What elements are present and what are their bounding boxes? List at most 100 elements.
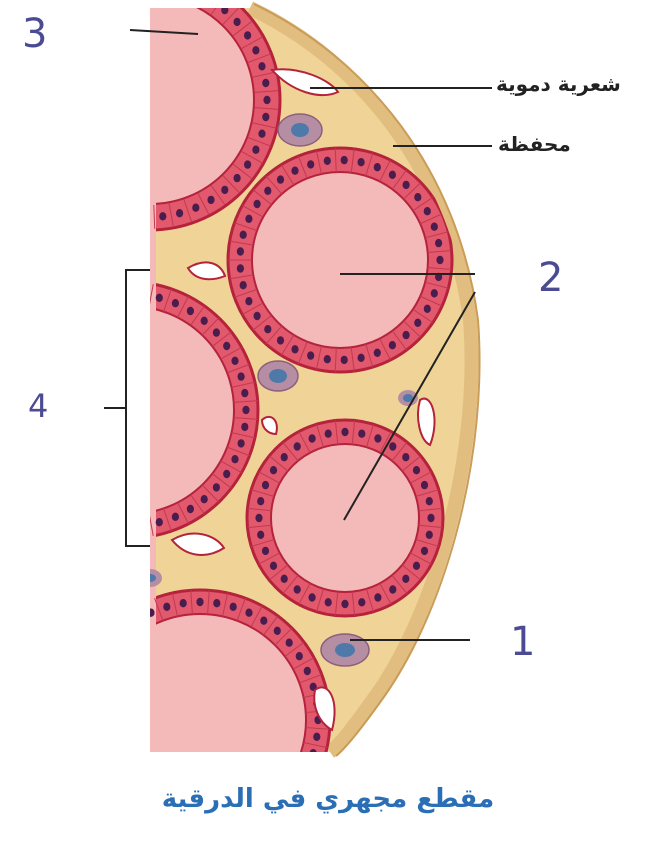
cell-boundary bbox=[191, 826, 193, 850]
cell-nucleus bbox=[241, 423, 248, 431]
cell-boundary bbox=[54, 170, 72, 186]
cell-nucleus bbox=[260, 617, 267, 625]
cell-nucleus bbox=[304, 765, 311, 773]
cell-nucleus bbox=[309, 434, 316, 442]
cell-nucleus bbox=[221, 6, 228, 14]
cell-nucleus bbox=[32, 70, 39, 78]
cell-boundary bbox=[63, 301, 76, 321]
cell-nucleus bbox=[245, 609, 252, 617]
cell-nucleus bbox=[286, 639, 293, 647]
cell-nucleus bbox=[30, 87, 37, 95]
cell-boundary bbox=[67, 181, 82, 199]
cell-nucleus bbox=[245, 215, 252, 223]
cell-nucleus bbox=[244, 31, 251, 39]
cell-boundary bbox=[86, 771, 107, 783]
cell-boundary bbox=[134, 514, 135, 538]
cell-nucleus bbox=[192, 204, 199, 212]
cell-nucleus bbox=[424, 305, 431, 313]
cell-nucleus bbox=[402, 575, 409, 583]
cell-boundary bbox=[26, 130, 49, 137]
cell-nucleus bbox=[11, 397, 18, 405]
cell-nucleus bbox=[65, 12, 72, 20]
cell-nucleus bbox=[245, 823, 252, 831]
cell-nucleus bbox=[207, 196, 214, 204]
cell-nucleus bbox=[374, 349, 381, 357]
cell-boundary bbox=[134, 282, 135, 306]
cell-nucleus bbox=[97, 652, 104, 660]
cell-nucleus bbox=[325, 598, 332, 606]
cell-nucleus bbox=[107, 639, 114, 647]
cell-nucleus bbox=[257, 531, 264, 539]
cell-nucleus bbox=[46, 489, 53, 497]
parafollicular-cell bbox=[278, 114, 322, 146]
cell-nucleus bbox=[223, 470, 230, 478]
cell-nucleus bbox=[187, 307, 194, 315]
cell-nucleus bbox=[307, 160, 314, 168]
cell-nucleus bbox=[221, 186, 228, 194]
cell-nucleus bbox=[424, 207, 431, 215]
cell-boundary bbox=[117, 202, 123, 225]
cell-nucleus bbox=[252, 146, 259, 154]
cell-boundary bbox=[22, 115, 46, 118]
cell-nucleus bbox=[414, 193, 421, 201]
cell-nucleus bbox=[389, 341, 396, 349]
cell-nucleus bbox=[78, 1, 85, 9]
cell-boundary bbox=[73, 743, 96, 748]
cell-nucleus bbox=[142, 213, 149, 221]
cell-boundary bbox=[83, 190, 96, 210]
cell-nucleus bbox=[176, 209, 183, 217]
cell-nucleus bbox=[294, 442, 301, 450]
cell-nucleus bbox=[358, 158, 365, 166]
cell-nucleus bbox=[262, 113, 269, 121]
cell-nucleus bbox=[119, 627, 126, 635]
cell-nucleus bbox=[163, 829, 170, 837]
cell-boundary bbox=[78, 757, 100, 765]
cell-boundary bbox=[35, 325, 53, 341]
cell-nucleus bbox=[73, 509, 80, 517]
cell-nucleus bbox=[25, 463, 32, 471]
cell-nucleus bbox=[44, 153, 51, 161]
cell-nucleus bbox=[18, 447, 25, 455]
cell-nucleus bbox=[230, 603, 237, 611]
cell-nucleus bbox=[93, 200, 100, 208]
cell-nucleus bbox=[264, 325, 271, 333]
cell-nucleus bbox=[244, 160, 251, 168]
cell-nucleus bbox=[324, 355, 331, 363]
cell-nucleus bbox=[133, 815, 140, 823]
parafollicular-cell bbox=[258, 361, 298, 391]
cell-nucleus bbox=[413, 466, 420, 474]
cell-nucleus bbox=[358, 598, 365, 606]
label-2: 2 bbox=[538, 258, 563, 298]
cell-nucleus bbox=[358, 354, 365, 362]
cell-nucleus bbox=[281, 453, 288, 461]
cell-boundary bbox=[3, 425, 27, 428]
cell-nucleus bbox=[291, 167, 298, 175]
cell-nucleus bbox=[156, 518, 163, 526]
cell-boundary bbox=[86, 658, 107, 670]
cell-boundary bbox=[122, 616, 136, 635]
cell-boundary bbox=[299, 757, 321, 765]
cell-nucleus bbox=[291, 345, 298, 353]
cell-boundary bbox=[7, 440, 30, 447]
label-capsule: محفظة bbox=[498, 132, 571, 156]
cell-nucleus bbox=[231, 455, 238, 463]
cell-nucleus bbox=[54, 167, 61, 175]
cell-nucleus bbox=[223, 342, 230, 350]
cell-nucleus bbox=[25, 349, 32, 357]
cell-nucleus bbox=[59, 500, 66, 508]
cell-boundary bbox=[48, 490, 63, 508]
cell-nucleus bbox=[426, 497, 433, 505]
cell-nucleus bbox=[125, 211, 132, 219]
cell-boundary bbox=[80, 292, 89, 314]
cell-boundary bbox=[100, 0, 109, 3]
cell-nucleus bbox=[35, 477, 42, 485]
cell-nucleus bbox=[13, 431, 20, 439]
cell-nucleus bbox=[54, 24, 61, 32]
cell-boundary bbox=[63, 499, 76, 519]
cell-nucleus bbox=[13, 381, 20, 389]
cell-nucleus bbox=[240, 231, 247, 239]
cell-nucleus bbox=[255, 514, 262, 522]
cell-nucleus bbox=[139, 291, 146, 299]
cell-nucleus bbox=[139, 521, 146, 529]
cell-boundary bbox=[70, 711, 94, 713]
